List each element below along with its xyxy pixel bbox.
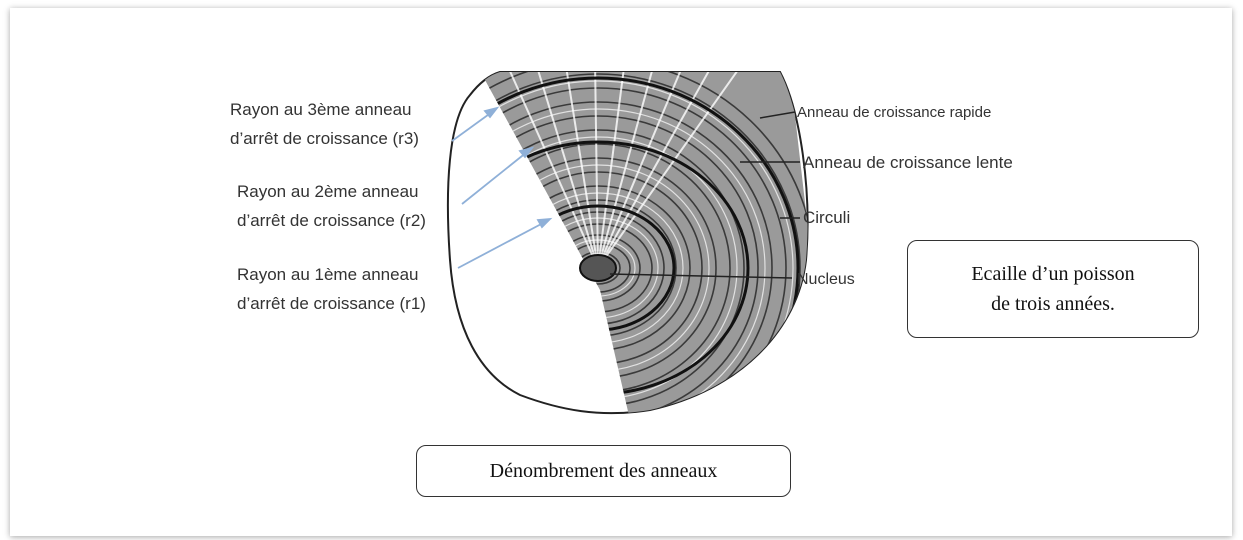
label-r2: Rayon au 2ème anneau d’arrêt de croissan… — [237, 177, 426, 235]
label-r2-line1: Rayon au 2ème anneau — [237, 177, 426, 206]
label-slow-growth-ring: Anneau de croissance lente — [803, 153, 1013, 173]
caption-line2: de trois années. — [991, 289, 1115, 319]
label-r3: Rayon au 3ème anneau d’arrêt de croissan… — [230, 95, 419, 153]
label-r3-line2: d’arrêt de croissance (r3) — [230, 124, 419, 153]
label-fast-growth-ring: Anneau de croissance rapide — [797, 104, 991, 121]
label-r2-line2: d’arrêt de croissance (r2) — [237, 206, 426, 235]
label-r3-line1: Rayon au 3ème anneau — [230, 95, 419, 124]
nucleus — [580, 255, 616, 281]
caption-box: Ecaille d’un poisson de trois années. — [907, 240, 1199, 338]
label-circuli: Circuli — [803, 208, 850, 228]
count-rings-label: Dénombrement des anneaux — [490, 460, 718, 483]
count-rings-box: Dénombrement des anneaux — [416, 445, 791, 497]
label-r1: Rayon au 1ème anneau d’arrêt de croissan… — [237, 260, 426, 318]
caption-line1: Ecaille d’un poisson — [971, 259, 1134, 289]
label-r1-line1: Rayon au 1ème anneau — [237, 260, 426, 289]
label-r1-line2: d’arrêt de croissance (r1) — [237, 289, 426, 318]
label-nucleus: Nucleus — [797, 271, 855, 289]
